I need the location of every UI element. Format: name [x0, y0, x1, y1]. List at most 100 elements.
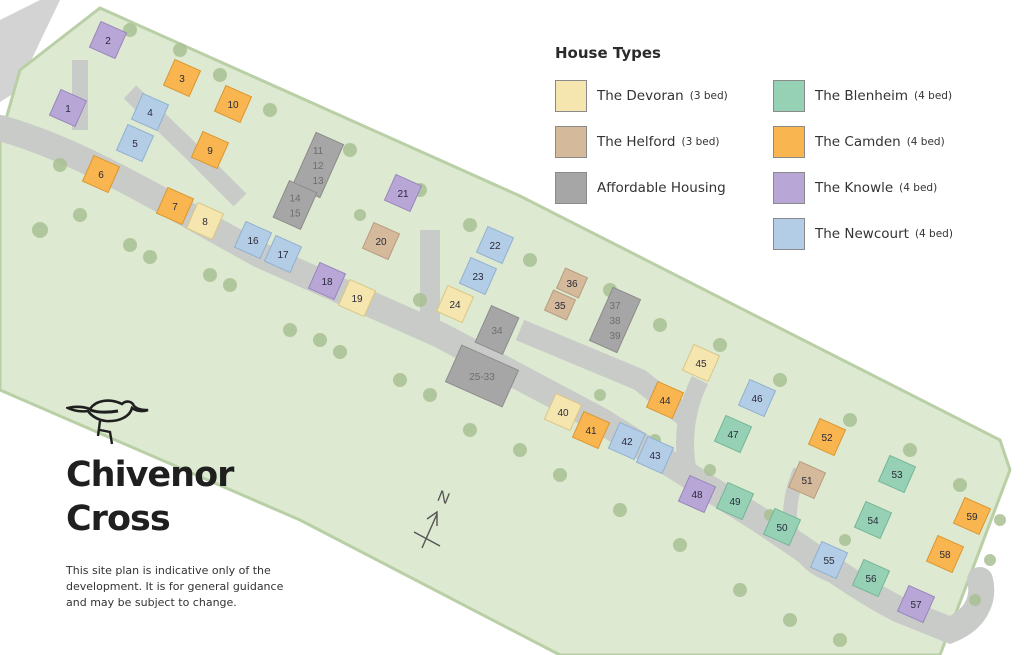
plot-number-label: 53 [891, 470, 903, 481]
plot-23[interactable]: 23 [458, 256, 498, 296]
plot-footprint [713, 414, 753, 454]
plot-9[interactable]: 9 [190, 130, 230, 170]
plot-10[interactable]: 10 [213, 84, 253, 124]
plot-footprint [607, 421, 647, 461]
plot-54[interactable]: 54 [853, 500, 893, 540]
plot-20[interactable]: 20 [361, 221, 401, 261]
plot-18[interactable]: 18 [307, 261, 347, 301]
brand-name-line1: Chivenor [66, 455, 234, 495]
plot-number-label: 12 [312, 161, 324, 172]
plot-number-label: 6 [98, 170, 104, 181]
plot-footprint [851, 558, 891, 598]
plot-42[interactable]: 42 [607, 421, 647, 461]
plot-50[interactable]: 50 [762, 507, 802, 547]
plot-footprint [444, 344, 520, 408]
plots-layer: 1234567891011121314151617181920212223242… [48, 20, 992, 624]
plot-number-label: 34 [491, 326, 503, 337]
plot-36[interactable]: 36 [555, 267, 589, 299]
plot-55[interactable]: 55 [809, 540, 849, 580]
plot-footprint [263, 234, 303, 274]
affordable-swatch [555, 172, 587, 204]
plot-number-label: 16 [247, 236, 259, 247]
plot-footprint [130, 92, 170, 132]
plot-16[interactable]: 16 [233, 220, 273, 260]
plot-footprint [233, 220, 273, 260]
legend-item-knowle: The Knowle (4 bed) [773, 172, 937, 204]
plot-2[interactable]: 2 [88, 20, 128, 60]
plot-51[interactable]: 51 [787, 460, 827, 500]
plot-41[interactable]: 41 [571, 410, 611, 450]
plot-number-label: 59 [966, 512, 978, 523]
plot-8[interactable]: 8 [185, 201, 225, 241]
plot-footprint [185, 201, 225, 241]
plot-number-label: 4 [147, 108, 153, 119]
plot-footprint [88, 20, 128, 60]
trees [32, 23, 1006, 647]
plot-46[interactable]: 46 [737, 378, 777, 418]
plot-35[interactable]: 35 [543, 289, 577, 321]
plot-57[interactable]: 57 [896, 584, 936, 624]
plot-number-label: 47 [727, 430, 739, 441]
plot-footprint [337, 278, 377, 318]
plot-24[interactable]: 24 [435, 284, 475, 324]
plot-34[interactable]: 34 [474, 304, 520, 356]
plot-19[interactable]: 19 [337, 278, 377, 318]
plot-21[interactable]: 21 [383, 173, 423, 213]
plot-number-label: 5 [132, 139, 138, 150]
plot-number-label: 36 [566, 279, 578, 290]
plot-53[interactable]: 53 [877, 454, 917, 494]
plot-number-label: 40 [557, 408, 569, 419]
plot-56[interactable]: 56 [851, 558, 891, 598]
plot-45[interactable]: 45 [681, 343, 721, 383]
plot-6[interactable]: 6 [81, 154, 121, 194]
plot-number-label: 1 [65, 104, 71, 115]
plot-number-label: 37 [609, 301, 621, 312]
plot-44[interactable]: 44 [645, 380, 685, 420]
knowle-swatch [773, 172, 805, 204]
plot-47[interactable]: 47 [713, 414, 753, 454]
plot-footprint [307, 261, 347, 301]
plot-footprint [435, 284, 475, 324]
plot-number-label: 24 [449, 300, 461, 311]
plot-number-label: 57 [910, 600, 922, 611]
legend-item-blenheim: The Blenheim (4 bed) [773, 80, 952, 112]
plot-7[interactable]: 7 [155, 186, 195, 226]
newcourt-swatch [773, 218, 805, 250]
plot-number-label: 21 [397, 189, 409, 200]
plot-number-label: 7 [172, 202, 178, 213]
plot-17[interactable]: 17 [263, 234, 303, 274]
devoran-swatch [555, 80, 587, 112]
plot-1[interactable]: 1 [48, 88, 88, 128]
plot-43[interactable]: 43 [635, 435, 675, 475]
plot-footprint [48, 88, 88, 128]
plot-footprint [877, 454, 917, 494]
plot-3[interactable]: 3 [162, 58, 202, 98]
plot-52[interactable]: 52 [807, 417, 847, 457]
plot-4[interactable]: 4 [130, 92, 170, 132]
plot-footprint [925, 534, 965, 574]
plot-number-label: 9 [207, 146, 213, 157]
plot-footprint [571, 410, 611, 450]
plot-22[interactable]: 22 [475, 225, 515, 265]
plot-40[interactable]: 40 [543, 392, 583, 432]
plot-footprint [383, 173, 423, 213]
plot-59[interactable]: 59 [952, 496, 992, 536]
plot-footprint [190, 130, 230, 170]
plot-25-33[interactable]: 25-33 [444, 344, 520, 408]
plot-49[interactable]: 49 [715, 481, 755, 521]
plot-number-label: 42 [621, 437, 633, 448]
legend-title: House Types [555, 44, 661, 62]
plot-number-label: 39 [609, 331, 621, 342]
plot-58[interactable]: 58 [925, 534, 965, 574]
plot-5[interactable]: 5 [115, 123, 155, 163]
camden-swatch [773, 126, 805, 158]
plot-footprint [635, 435, 675, 475]
plot-48[interactable]: 48 [677, 474, 717, 514]
plot-footprint [715, 481, 755, 521]
helford-swatch [555, 126, 587, 158]
plot-number-label: 58 [939, 550, 951, 561]
